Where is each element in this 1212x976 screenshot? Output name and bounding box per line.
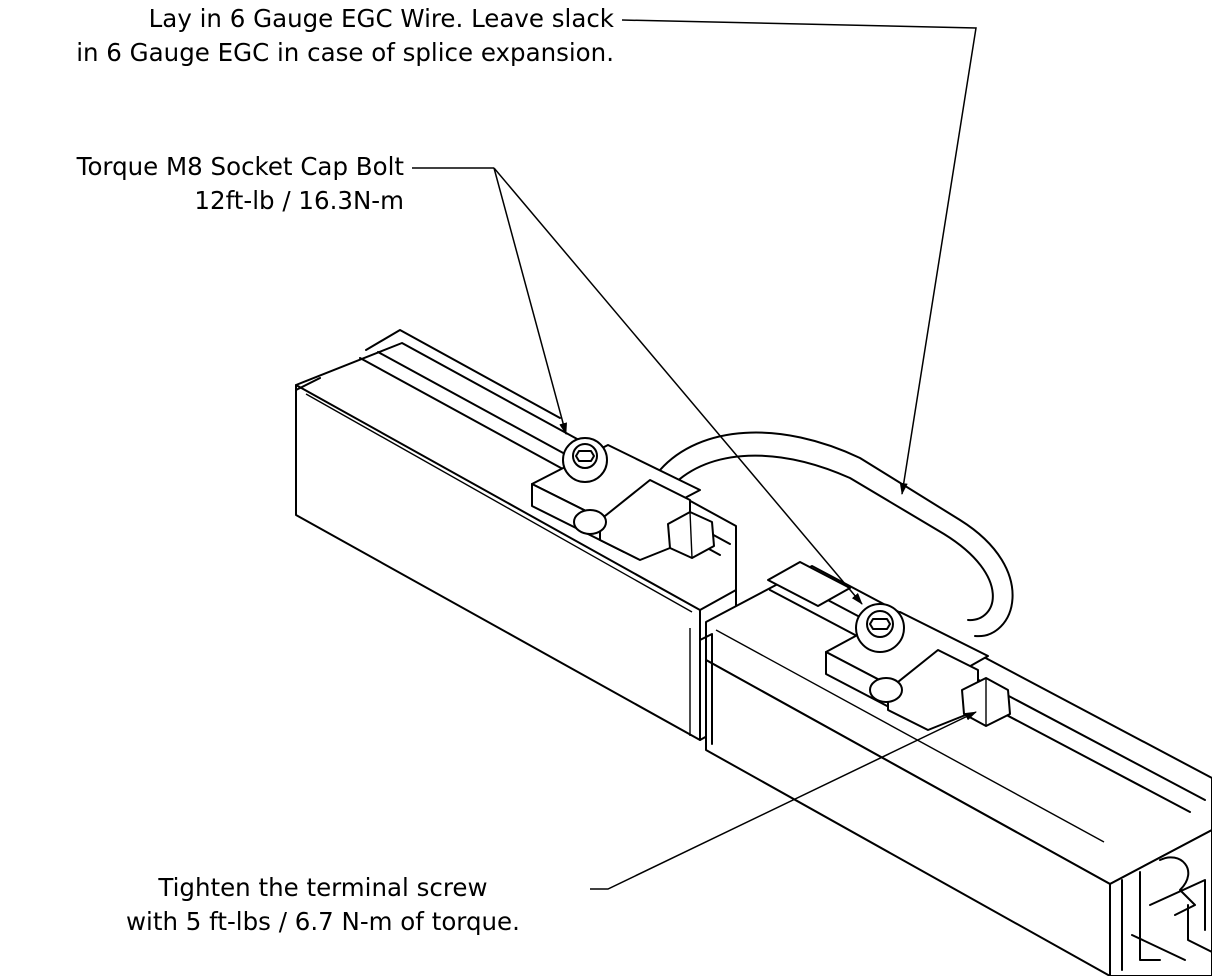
left-grounding-lug — [531, 437, 715, 561]
terminal-screw-callout: Tighten the terminal screw with 5 ft-lbs… — [126, 871, 520, 939]
egc-wire-callout: Lay in 6 Gauge EGC Wire. Leave slack in … — [76, 2, 614, 70]
right-grounding-lug — [825, 603, 1011, 731]
terminal-screw-callout-line1: Tighten the terminal screw — [158, 873, 488, 902]
leader-socket-bolt-left — [493, 167, 567, 435]
socket-bolt-callout: Torque M8 Socket Cap Bolt 12ft-lb / 16.3… — [77, 150, 404, 218]
leader-terminal-screw — [590, 711, 977, 890]
egc-wire — [659, 431, 1014, 638]
egc-wire-callout-line1: Lay in 6 Gauge EGC Wire. Leave slack — [148, 4, 614, 33]
splice-bar — [699, 561, 851, 745]
right-rail — [705, 565, 1212, 976]
socket-bolt-callout-line2: 12ft-lb / 16.3N-m — [194, 186, 404, 215]
socket-bolt-callout-line1: Torque M8 Socket Cap Bolt — [76, 152, 404, 181]
leader-egc-wire — [621, 19, 977, 495]
egc-wire-callout-line2: in 6 Gauge EGC in case of splice expansi… — [76, 38, 614, 67]
terminal-screw-callout-line2: with 5 ft-lbs / 6.7 N-m of torque. — [126, 907, 520, 936]
leader-socket-bolt-right — [493, 167, 863, 605]
